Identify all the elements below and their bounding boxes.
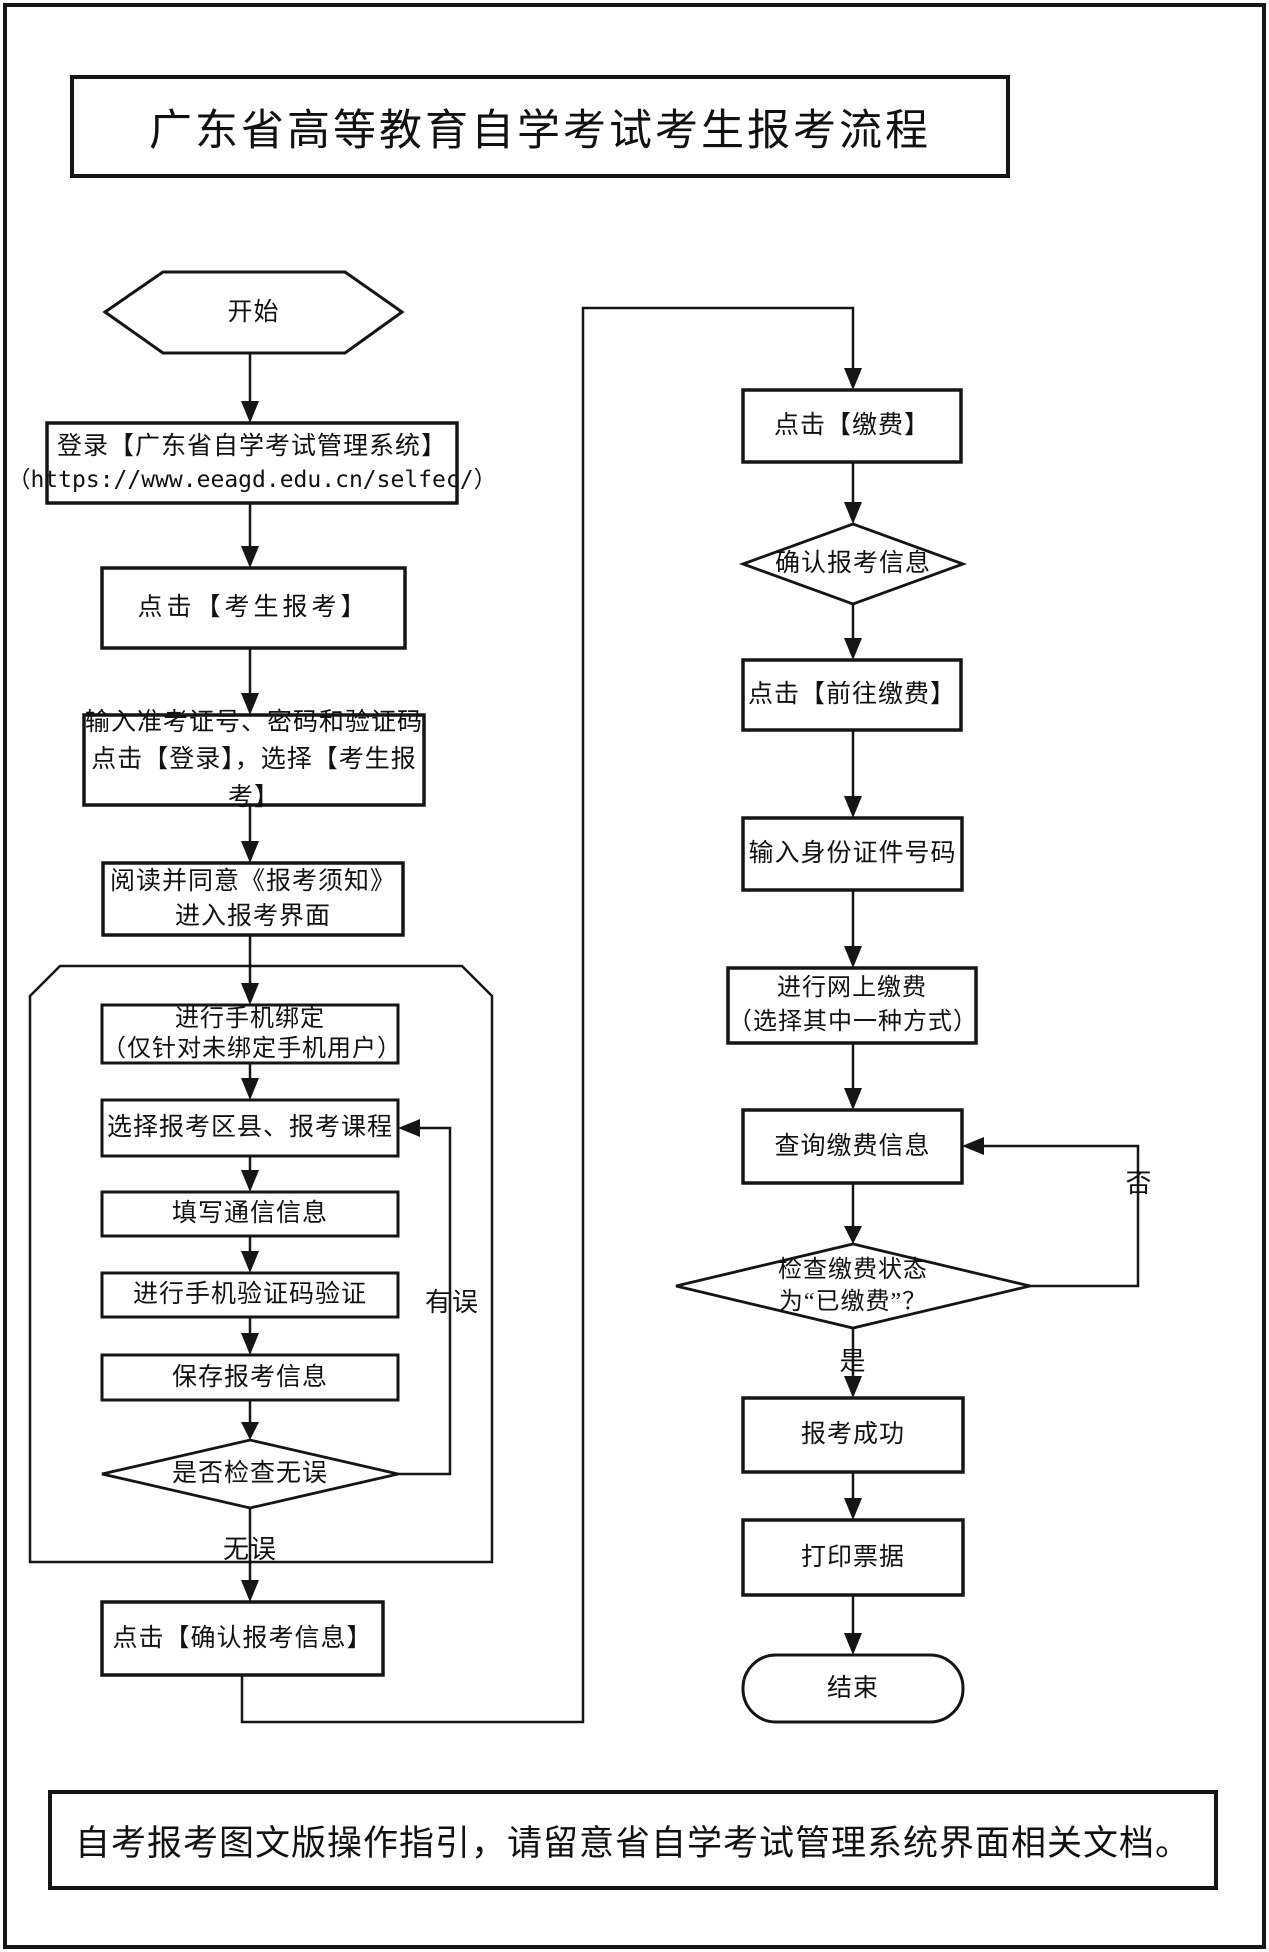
- arrowhead: [241, 983, 259, 1005]
- arrowhead: [844, 638, 862, 660]
- save-info-box-shape: [100, 1353, 400, 1402]
- arrowhead: [844, 1088, 862, 1110]
- page-title-text: 广东省高等教育自学考试考生报考流程: [149, 107, 931, 155]
- check-paid-diamond-shape: [675, 1242, 1031, 1330]
- arrowhead: [844, 796, 862, 818]
- fill-contact-box-shape: [100, 1190, 400, 1238]
- arrowhead: [241, 1333, 259, 1355]
- arrowhead: [844, 1226, 862, 1244]
- page-title: 广东省高等教育自学考试考生报考流程: [70, 75, 1010, 178]
- success-box-shape: [741, 1396, 965, 1474]
- arrowhead: [241, 1580, 259, 1602]
- bind-phone-box-shape: [100, 1003, 400, 1065]
- footer-note-text: 自考报考图文版操作指引，请留意省自学考试管理系统界面相关文档。: [74, 1823, 1191, 1863]
- query-pay-box-shape: [741, 1108, 964, 1185]
- verify-sms-box-shape: [100, 1271, 400, 1319]
- arrowhead: [241, 401, 259, 423]
- end-terminator-shape: [741, 1653, 965, 1724]
- node-shapes: [45, 270, 1031, 1724]
- subprocess-container-group: [28, 964, 494, 1564]
- read-notice-box-shape: [101, 861, 405, 937]
- arrowhead: [241, 1078, 259, 1100]
- footer-note: 自考报考图文版操作指引，请留意省自学考试管理系统界面相关文档。: [48, 1790, 1218, 1890]
- arrowhead: [241, 693, 259, 715]
- arrowhead: [844, 502, 862, 524]
- edge-no-loop: [984, 1144, 1140, 1288]
- arrowhead: [844, 368, 862, 390]
- arrowhead: [241, 1170, 259, 1192]
- arrowhead: [962, 1137, 984, 1155]
- arrowhead: [398, 1119, 420, 1137]
- input-id-box-shape: [741, 816, 964, 892]
- edge-haserror-loop: [398, 1126, 452, 1476]
- confirm-info-box-shape: [100, 1600, 385, 1677]
- select-course-box-shape: [100, 1098, 400, 1158]
- arrowhead: [241, 1422, 259, 1440]
- print-receipt-box-shape: [741, 1518, 965, 1597]
- arrowhead: [844, 1498, 862, 1520]
- confirm-reg-diamond-shape: [738, 522, 968, 606]
- arrowhead: [844, 1633, 862, 1655]
- login-box-shape: [45, 421, 459, 505]
- subprocess-container-outline: [28, 964, 494, 1564]
- arrowhead: [844, 946, 862, 968]
- arrowhead: [241, 841, 259, 863]
- click-register-box-shape: [100, 566, 407, 650]
- goto-pay-box-shape: [741, 658, 963, 732]
- input-credentials-box-shape: [82, 713, 426, 807]
- connector-lines: [240, 306, 1140, 1724]
- online-pay-box-shape: [726, 966, 978, 1045]
- arrowhead: [844, 1376, 862, 1398]
- arrowhead: [241, 546, 259, 568]
- arrowhead: [241, 1251, 259, 1273]
- click-pay-box-shape: [741, 388, 963, 464]
- edge-confirm-to-pay: [240, 306, 855, 1724]
- arrowheads: [241, 368, 984, 1655]
- check-ok-diamond-shape: [101, 1438, 399, 1510]
- start-hexagon-shape: [102, 270, 405, 355]
